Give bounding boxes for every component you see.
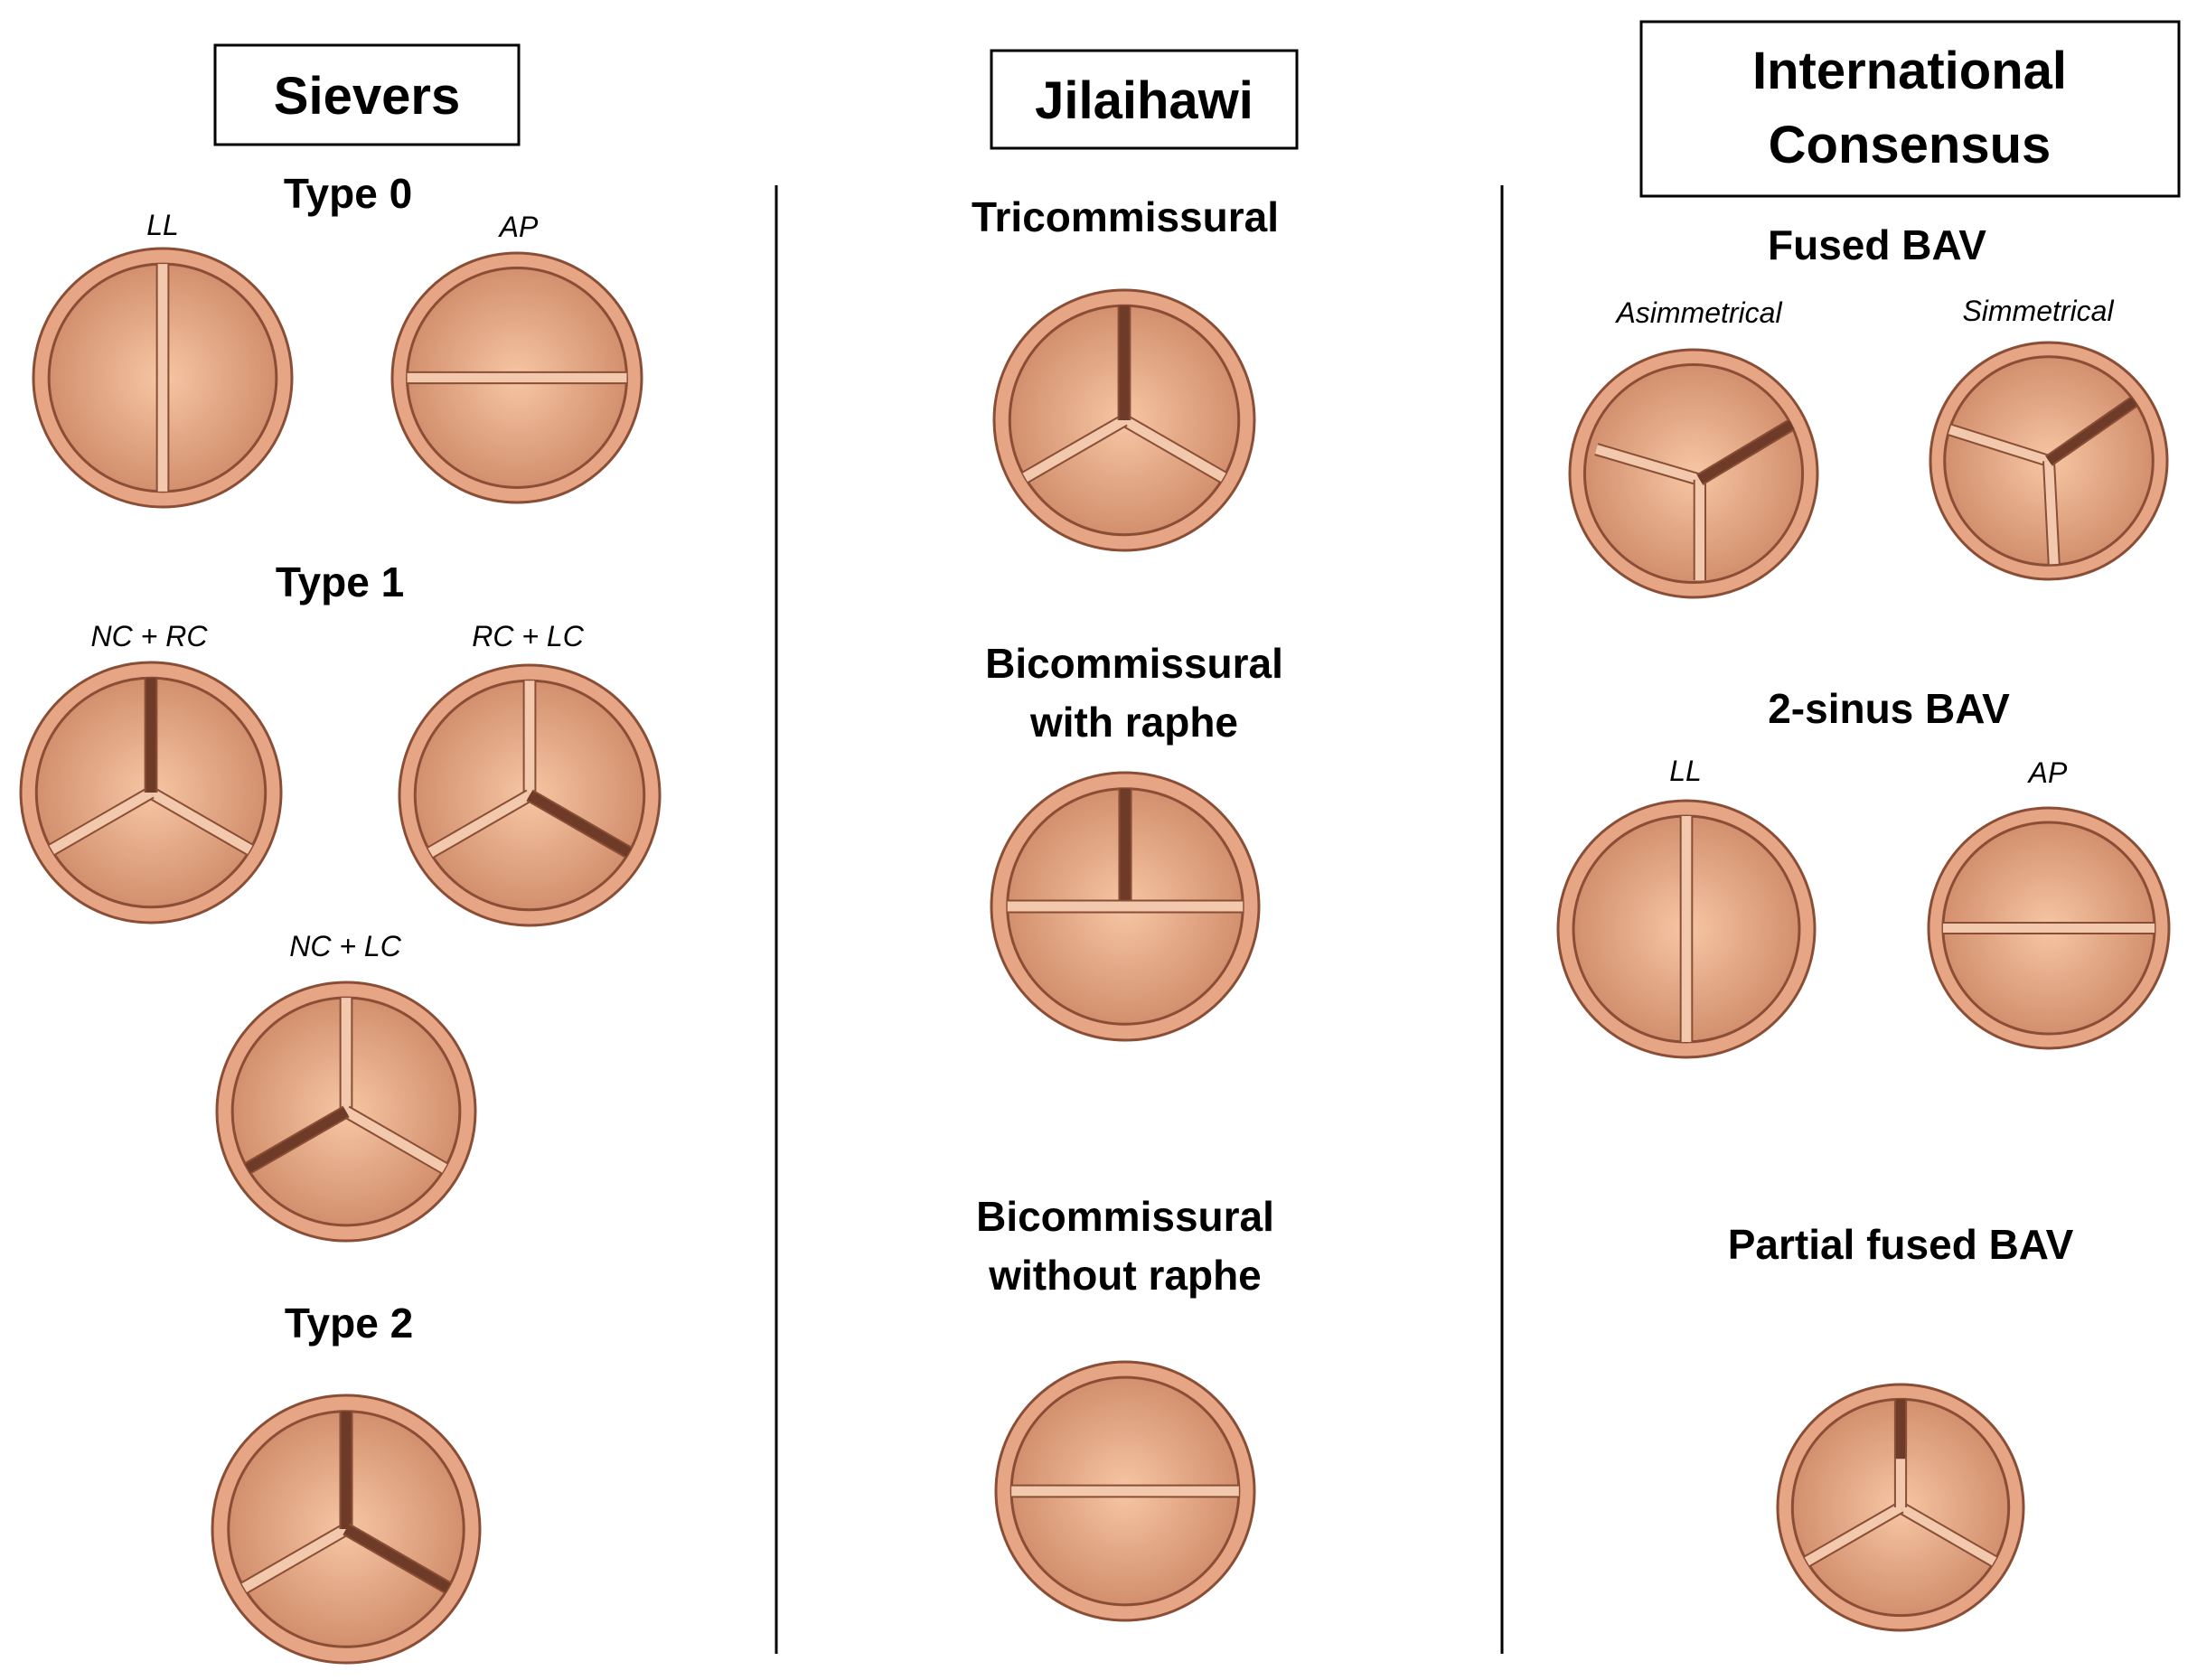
commissure-line (49, 788, 154, 855)
section-title-bicommissural-no-raphe-line-2: without raphe (988, 1252, 1262, 1299)
valve-label-simmetrical: Simmetrical (1962, 295, 2114, 327)
raphe-line (245, 1107, 349, 1173)
section-title-fused-bav: Fused BAV (1768, 221, 1986, 268)
valve-bicuspid-horizontal (994, 1360, 1256, 1622)
commissure-line (427, 791, 532, 858)
section-title-bicommissural-no-raphe-line-1: Bicommissural (976, 1193, 1274, 1240)
header-title-line-1: International (1752, 42, 2067, 100)
section-title-type-2: Type 2 (285, 1300, 413, 1347)
valve-bicuspid-horizontal (1927, 806, 2171, 1050)
valve-label-nc-lc: NC + LC (289, 930, 401, 962)
section-title-type-1: Type 1 (276, 558, 404, 605)
valve-label-ap-consensus: AP (2027, 756, 2068, 789)
valve-horizontal-with-raphe (990, 771, 1261, 1042)
header-box-jilaihawi (990, 49, 1299, 150)
header-title-jilaihawi: Jilaihawi (1035, 71, 1253, 130)
valve-label-ll-consensus: LL (1669, 755, 1702, 787)
section-title-bicommissural-raphe-line-2: with raphe (1029, 699, 1238, 746)
valve-bicuspid-vertical (1556, 799, 1817, 1059)
commissure-line (2044, 460, 2059, 565)
valve-bicuspid-vertical (32, 247, 294, 509)
valve-fused-asymmetric (1568, 348, 1819, 599)
valve-fused-symmetric (1929, 341, 2169, 581)
valve-label-ll: LL (146, 209, 179, 241)
raphe-line (343, 1525, 451, 1592)
section-title-bicommissural-raphe-line-1: Bicommissural (985, 640, 1283, 687)
header-box-sievers (213, 43, 521, 146)
header-jilaihawi: Jilaihawi (990, 49, 1299, 150)
valve-raphe-top (19, 661, 283, 924)
section-title-2-sinus-bav: 2-sinus BAV (1768, 685, 2010, 732)
valves-layer (19, 247, 2171, 1665)
header-sievers: Sievers (213, 43, 521, 146)
commissure-line (1594, 445, 1702, 484)
valve-raphe-lower-right (398, 663, 662, 927)
header-title-line-2: Consensus (1769, 116, 2051, 174)
header-box-international-consensus (1639, 20, 2181, 198)
section-title-partial-fused-bav: Partial fused BAV (1728, 1221, 2074, 1268)
raphe-line (2046, 398, 2137, 465)
commissure-line (148, 788, 253, 855)
commissure-line (1122, 416, 1226, 483)
raphe-line (1697, 420, 1795, 484)
valve-label-rc-lc: RC + LC (472, 620, 584, 652)
valve-raphe-top-and-lower-right (211, 1394, 482, 1665)
commissure-line (241, 1525, 349, 1592)
valve-partial-fused (1776, 1383, 2025, 1632)
valve-label-ap: AP (498, 211, 539, 243)
header-international-consensus: International Consensus (1639, 20, 2181, 198)
commissure-line (1898, 1503, 1997, 1566)
commissure-line (1022, 416, 1127, 483)
section-title-type-0: Type 0 (284, 170, 412, 217)
commissure-line (343, 1107, 447, 1173)
valve-bicuspid-horizontal (390, 251, 643, 504)
valve-raphe-top (992, 288, 1256, 552)
valve-label-asimmetrical: Asimmetrical (1614, 296, 1782, 329)
header-title-sievers: Sievers (274, 67, 460, 126)
commissure-line (1948, 425, 2051, 465)
valve-raphe-lower-left (215, 981, 477, 1243)
valve-label-nc-rc: NC + RC (91, 620, 209, 652)
section-title-tricommissural: Tricommissural (972, 193, 1279, 240)
raphe-line (527, 791, 632, 858)
commissure-line (1804, 1503, 1903, 1566)
